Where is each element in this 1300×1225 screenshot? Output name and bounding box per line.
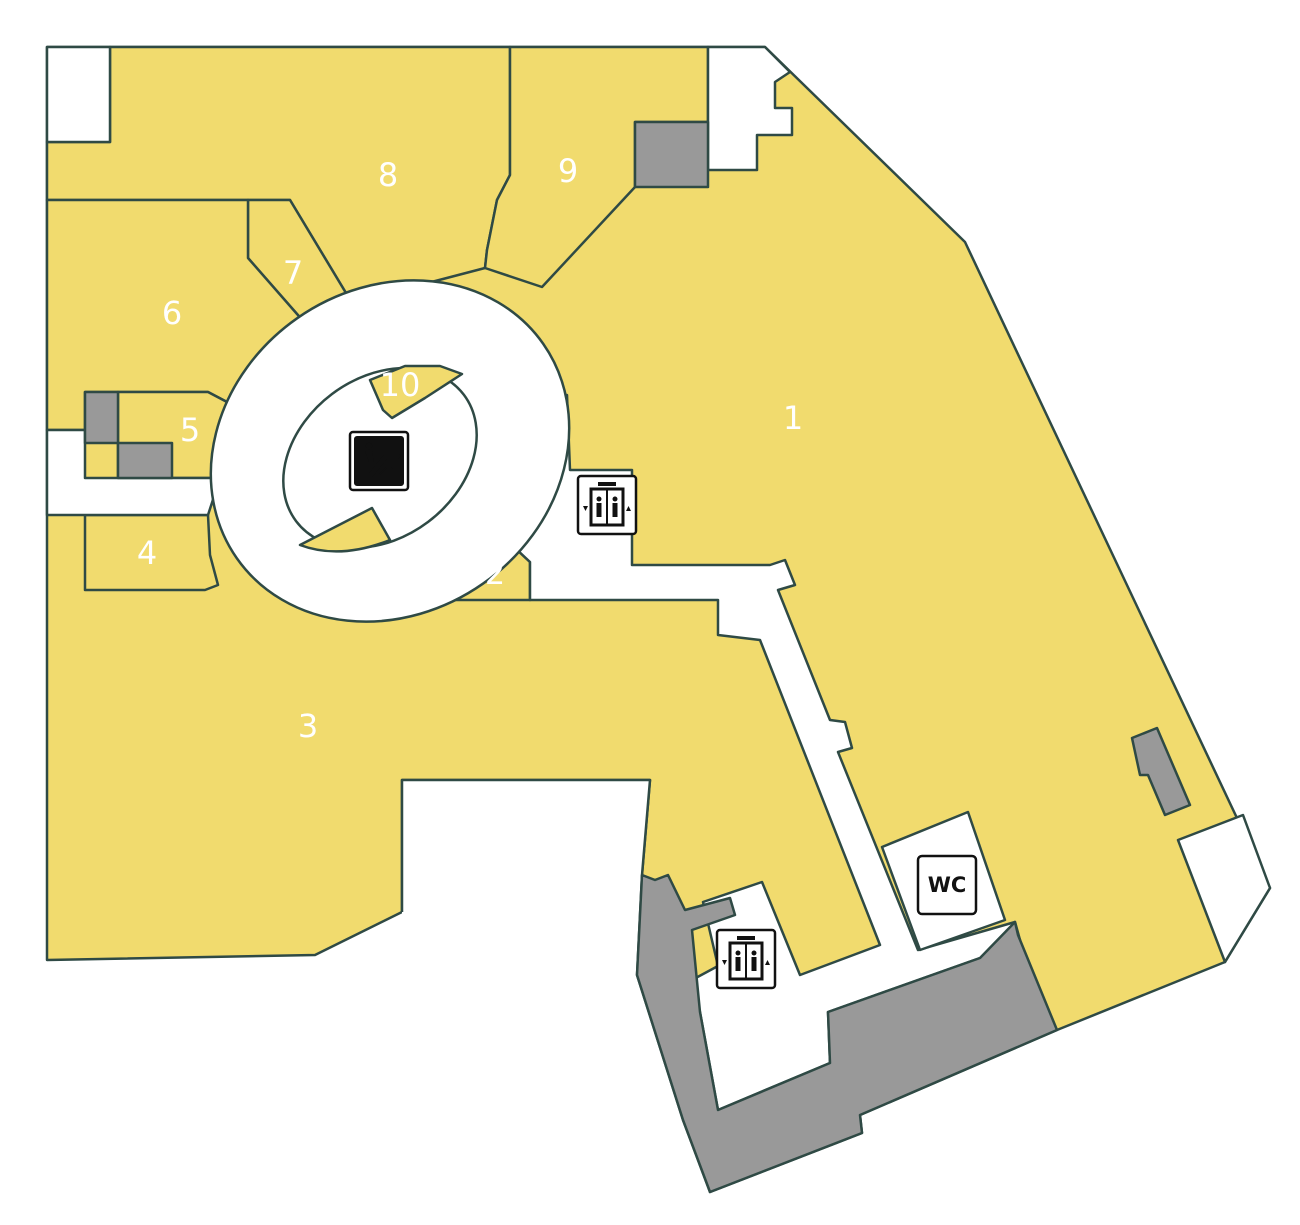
stairwell-southeast: [1176, 813, 1272, 964]
unit-label-7: 7: [283, 254, 303, 292]
service-block-west-a: [83, 390, 120, 445]
service-block-east: [1130, 726, 1192, 817]
service-room-northeast: [706, 45, 794, 172]
unit-label-10: 10: [380, 366, 421, 404]
unit-label-2: 2: [485, 554, 505, 592]
atrium-island-south: [298, 506, 392, 553]
unit-label-5: 5: [180, 411, 200, 449]
wc-icon[interactable]: WC: [916, 854, 978, 916]
service-block-south: [635, 873, 1059, 1194]
escalator-icon[interactable]: [348, 430, 410, 492]
service-block-north: [633, 120, 710, 189]
unit-label-1: 1: [783, 399, 803, 437]
service-room-northwest: [45, 45, 112, 144]
unit-label-3: 3: [298, 707, 318, 745]
elevator-icon[interactable]: [715, 928, 777, 990]
unit-label-6: 6: [162, 294, 182, 332]
unit-label-8: 8: [378, 156, 398, 194]
store-unit-10-shape[interactable]: [368, 364, 464, 420]
wc-label: WC: [928, 873, 967, 897]
courtyard-cutout: [402, 780, 710, 1192]
unit-label-4: 4: [137, 534, 157, 572]
elevator-icon[interactable]: [576, 474, 638, 536]
service-block-west-b: [116, 441, 174, 480]
unit-label-9: 9: [558, 152, 578, 190]
